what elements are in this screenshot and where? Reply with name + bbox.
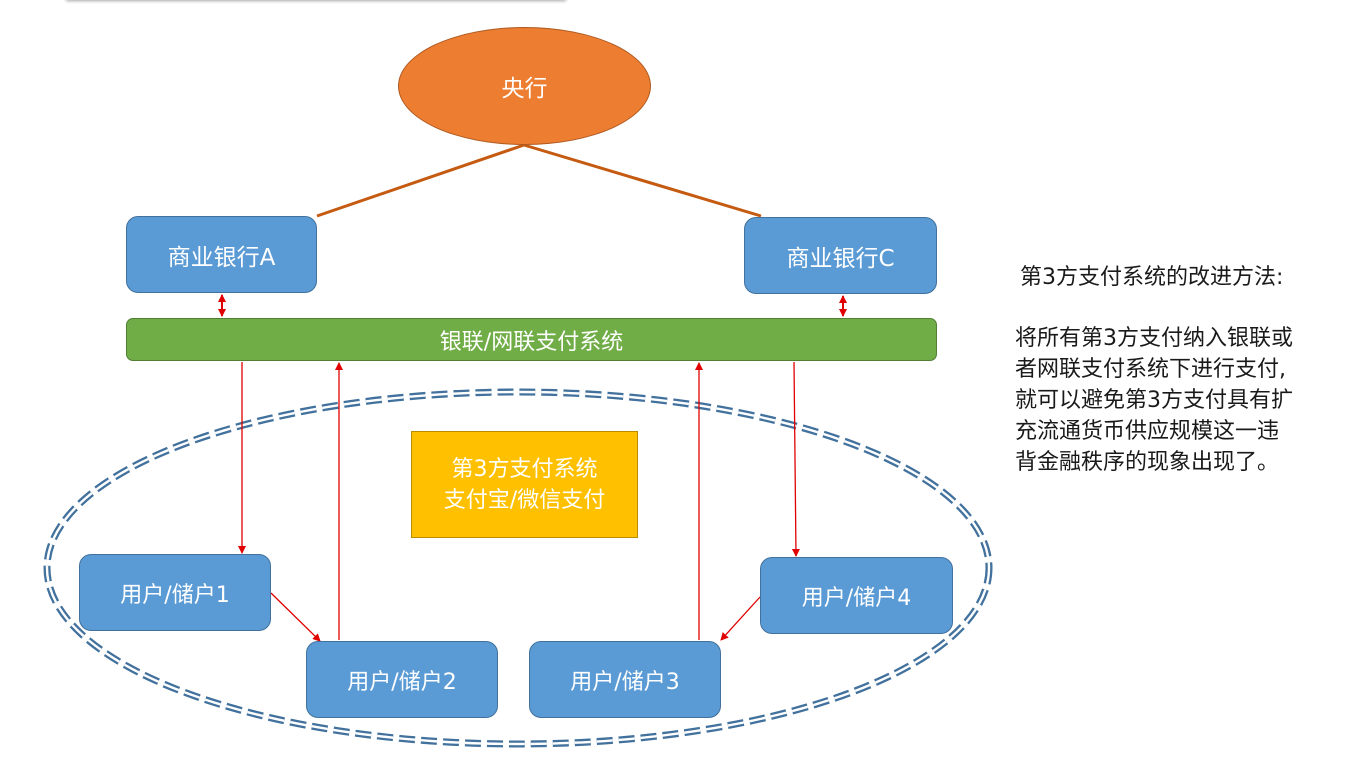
third-party-line1: 第3方支付系统 [451, 456, 598, 482]
user-node-2: 用户/储户2 [306, 641, 498, 718]
payment-network-bar: 银联/网联支付系统 [126, 318, 937, 361]
arrow-user4-to-user3 [720, 596, 761, 641]
central-bank-label: 央行 [501, 76, 548, 102]
note-line: 充流通货币供应规模这一违 [1015, 419, 1280, 444]
line-central-to-bank-a [316, 143, 525, 218]
note-title: 第3方支付系统的改进方法: [1020, 265, 1284, 290]
third-party-system-box: 第3方支付系统 支付宝/微信支付 [411, 431, 638, 538]
third-party-line2: 支付宝/微信支付 [443, 487, 606, 513]
line-central-to-bank-c [523, 143, 762, 218]
arrow-network-to-user4 [791, 361, 800, 557]
user-node-3: 用户/储户3 [529, 641, 721, 718]
user-node-4: 用户/储户4 [760, 557, 953, 634]
user-label-4: 用户/储户4 [801, 585, 912, 611]
note-line: 将所有第3方支付纳入银联或 [1015, 326, 1293, 351]
payment-network-label: 银联/网联支付系统 [439, 329, 624, 355]
commercial-bank-c-node: 商业银行C [744, 217, 937, 294]
note-line: 者网联支付系统下进行支付, [1015, 357, 1286, 382]
user-boundary-ellipse [43, 388, 993, 748]
commercial-bank-a-node: 商业银行A [126, 216, 317, 293]
user-label-3: 用户/储户3 [570, 669, 680, 695]
user-node-1: 用户/储户1 [79, 554, 271, 631]
note-line: 就可以避免第3方支付具有扩 [1015, 388, 1293, 413]
commercial-bank-a-label: 商业银行A [167, 244, 276, 271]
arrow-user1-to-user2 [270, 592, 321, 642]
user-label-2: 用户/储户2 [347, 669, 457, 695]
central-bank-node: 央行 [398, 27, 651, 145]
improvement-note: 第3方支付系统的改进方法: 将所有第3方支付纳入银联或 者网联支付系统下进行支付… [1015, 262, 1345, 478]
commercial-bank-c-label: 商业银行C [786, 245, 895, 272]
user-label-1: 用户/储户1 [120, 582, 230, 608]
note-line: 背金融秩序的现象出现了。 [1015, 450, 1280, 475]
